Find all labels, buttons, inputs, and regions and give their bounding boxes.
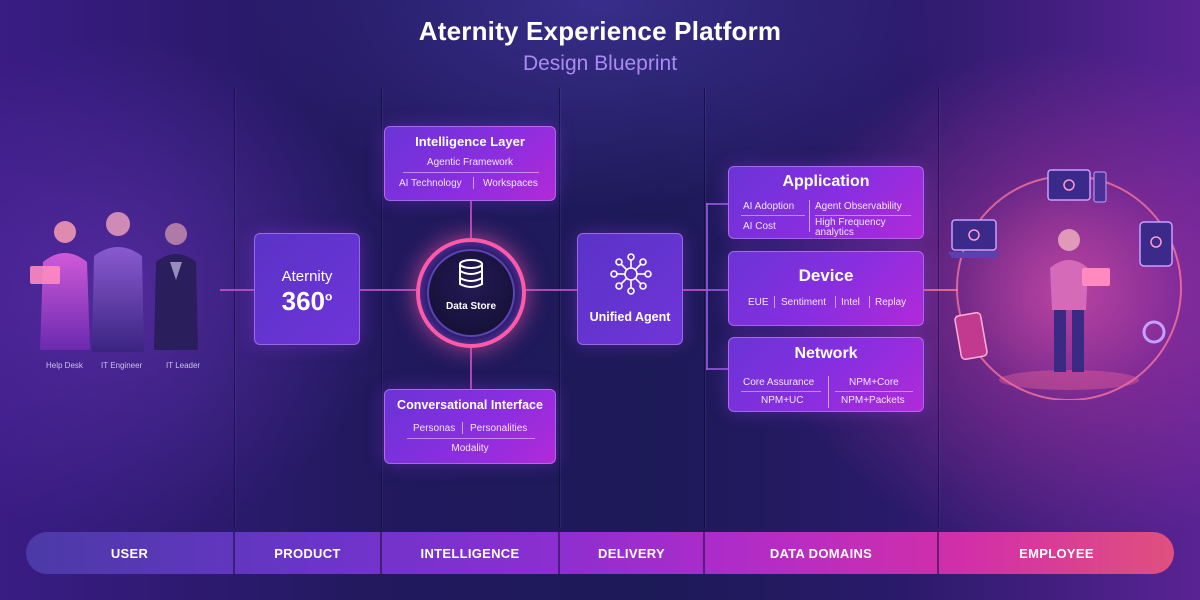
divider (741, 215, 805, 216)
divider (473, 177, 474, 189)
product-card[interactable]: Aternity 360o (254, 233, 360, 345)
eue-label: EUE (748, 297, 769, 308)
replay-label: Replay (875, 297, 907, 308)
personalities-label: Personalities (470, 423, 528, 434)
workspaces-label: Workspaces (483, 178, 538, 189)
network-card[interactable]: Network Core Assurance NPM+UC NPM+Core N… (728, 337, 924, 412)
network-hub-icon (610, 253, 652, 295)
users-illustration (30, 212, 198, 352)
personas-label: Personas (413, 423, 456, 434)
column-divider (938, 88, 939, 528)
npm-uc-label: NPM+UC (761, 395, 804, 406)
bar-segment-data-domains[interactable]: DATA DOMAINS (769, 546, 873, 561)
divider (809, 200, 810, 232)
connector-device-employee (924, 289, 958, 291)
bar-separator (233, 532, 235, 574)
connector-intelligence-datastore (470, 201, 472, 239)
connector-product-datastore (360, 289, 418, 291)
bar-segment-product[interactable]: PRODUCT (274, 546, 341, 561)
column-divider (234, 88, 235, 528)
user-label-help-desk: Help Desk (46, 361, 83, 370)
bar-segment-delivery[interactable]: DELIVERY (598, 546, 665, 561)
application-title: Application (782, 173, 870, 190)
employee-devices-illustration (948, 169, 1187, 400)
connector-to-application (706, 203, 728, 205)
connector-user-product (220, 289, 254, 291)
intel-label: Intel (841, 297, 860, 308)
ai-cost-label: AI Cost (743, 221, 776, 232)
ai-adoption-label: AI Adoption (743, 201, 795, 212)
product-name: Aternity (281, 268, 333, 285)
divider (828, 376, 829, 408)
column-divider (704, 88, 705, 528)
user-label-it-leader: IT Leader (166, 361, 201, 370)
connector-datastore-conversational (470, 347, 472, 389)
ai-technology-label: AI Technology (399, 178, 462, 189)
connector-agent-domains (683, 289, 707, 291)
database-icon (459, 259, 483, 288)
analytics-label: analytics (815, 227, 854, 238)
core-assurance-label: Core Assurance (743, 377, 815, 388)
unified-agent-card[interactable]: Unified Agent (577, 233, 683, 345)
column-divider (381, 88, 382, 528)
unified-agent-label: Unified Agent (589, 310, 671, 324)
sentiment-label: Sentiment (781, 297, 827, 308)
application-card[interactable]: Application AI Adoption AI Cost Agent Ob… (728, 166, 924, 239)
npm-core-label: NPM+Core (849, 377, 899, 388)
npm-packets-label: NPM+Packets (841, 395, 905, 406)
divider (774, 296, 775, 308)
divider (407, 438, 535, 439)
bar-segment-user[interactable]: USER (110, 546, 149, 561)
device-title: Device (798, 266, 854, 285)
network-title: Network (794, 345, 858, 362)
bar-separator (558, 532, 560, 574)
divider (835, 296, 836, 308)
bar-separator (380, 532, 382, 574)
divider (462, 422, 463, 434)
bar-separator (703, 532, 705, 574)
connector-to-device (706, 289, 728, 291)
agentic-framework-label: Agentic Framework (426, 157, 514, 168)
data-store[interactable] (427, 249, 515, 337)
user-label-it-engineer: IT Engineer (101, 361, 143, 370)
divider (741, 391, 821, 392)
bar-segment-intelligence[interactable]: INTELLIGENCE (420, 546, 520, 561)
divider (869, 296, 870, 308)
agent-observability-label: Agent Observability (815, 201, 902, 212)
bar-segment-employee[interactable]: EMPLOYEE (1019, 546, 1094, 561)
connector-datastore-agent (524, 289, 577, 291)
high-frequency-label: High Frequency (815, 217, 886, 228)
column-divider (559, 88, 560, 528)
conversational-interface-title: Conversational Interface (397, 398, 543, 412)
connector-domains-trunk (706, 203, 708, 370)
conversational-interface-card[interactable]: Conversational Interface Personas Person… (384, 389, 556, 464)
connector-to-network (706, 368, 728, 370)
bar-separator (937, 532, 939, 574)
divider (815, 215, 911, 216)
device-card[interactable]: Device EUE Sentiment Intel Replay (728, 251, 924, 326)
intelligence-layer-card[interactable]: Intelligence Layer Agentic Framework AI … (384, 126, 556, 201)
data-store-label: Data Store (445, 301, 496, 312)
divider (835, 391, 913, 392)
category-bar (26, 532, 1174, 574)
page-subtitle: Design Blueprint (522, 52, 678, 75)
page-title: Aternity Experience Platform (418, 16, 782, 46)
intelligence-layer-title: Intelligence Layer (415, 134, 525, 149)
product-version: 360o (281, 286, 333, 316)
modality-label: Modality (451, 443, 489, 454)
divider (403, 172, 539, 173)
